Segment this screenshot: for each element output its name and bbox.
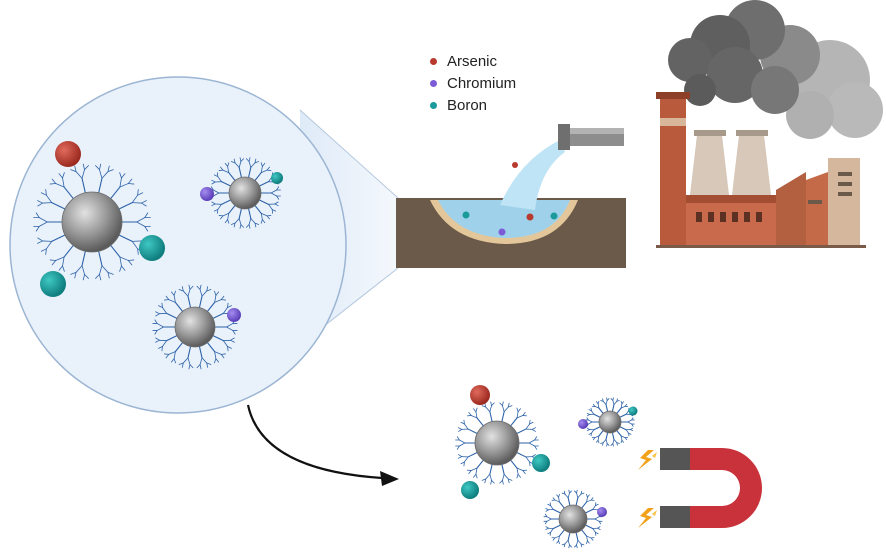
separated-nanoparticle-small — [585, 397, 635, 447]
zoom-circle — [9, 76, 347, 414]
chromium-atom — [200, 187, 214, 201]
contaminated-soil-pit — [396, 198, 626, 268]
nanoparticle-small-right — [209, 157, 281, 229]
red-dot-icon — [430, 57, 437, 65]
boron-atom — [271, 172, 283, 184]
legend: Arsenic Chromium Boron — [428, 50, 516, 116]
arsenic-dot — [512, 162, 518, 168]
horseshoe-magnet — [660, 448, 762, 528]
zoom-beam-edge-top — [299, 109, 399, 199]
chromium-dot — [498, 228, 506, 236]
nanoparticle-core — [474, 420, 520, 466]
arsenic-atom — [55, 141, 81, 167]
nanoparticle-core — [61, 191, 123, 253]
legend-item-arsenic: Arsenic — [428, 50, 516, 72]
curved-arrow — [246, 404, 383, 480]
legend-item-boron: Boron — [428, 94, 516, 116]
nanoparticle-core — [174, 306, 216, 348]
arrow-head-icon — [380, 471, 399, 486]
water-stream — [500, 140, 565, 210]
boron-atom — [40, 271, 66, 297]
boron-atom — [628, 406, 638, 416]
nanoparticle-large — [33, 163, 151, 281]
nanoparticle-core — [598, 410, 622, 434]
chromium-atom — [597, 507, 607, 517]
boron-atom — [139, 235, 165, 261]
legend-label: Boron — [447, 96, 488, 114]
nanoparticle-core — [558, 504, 588, 534]
legend-label: Arsenic — [447, 52, 498, 70]
legend-item-chromium: Chromium — [428, 72, 516, 94]
smoke-cloud — [668, 0, 883, 139]
chromium-atom — [578, 419, 588, 429]
magnetic-spark-icon — [638, 450, 657, 470]
boron-dot — [462, 211, 470, 219]
legend-label: Chromium — [447, 74, 517, 92]
arsenic-dot — [526, 213, 534, 221]
arsenic-atom — [470, 385, 490, 405]
factory — [656, 92, 866, 248]
nanoparticle-core — [228, 176, 262, 210]
separated-nanoparticle-large — [455, 401, 539, 485]
boron-atom — [461, 481, 479, 499]
separated-nanoparticle-bottom — [543, 489, 603, 549]
discharge-pipe — [558, 124, 624, 150]
chromium-atom — [227, 308, 241, 322]
teal-dot-icon — [430, 101, 437, 109]
nanoparticle-medium-bottom — [152, 284, 238, 370]
boron-atom — [532, 454, 550, 472]
boron-dot — [550, 212, 558, 220]
purple-dot-icon — [430, 79, 437, 87]
magnetic-spark-icon — [638, 508, 657, 528]
